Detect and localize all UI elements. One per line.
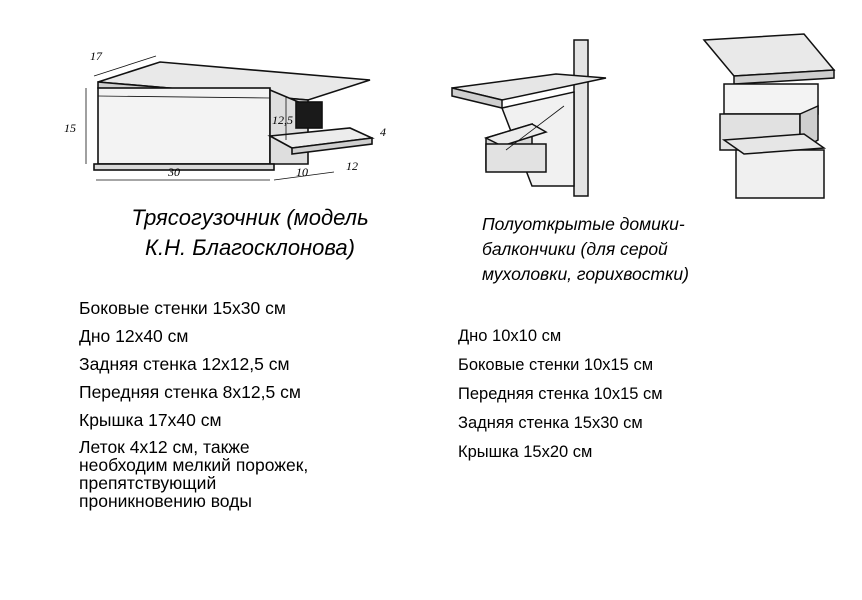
dim-height: 15	[64, 121, 76, 135]
spec-item: Дно 10х10 см	[458, 327, 562, 345]
dim-length: 30	[167, 165, 180, 179]
spec-item: Крышка 17х40 см	[79, 410, 222, 430]
spec-item: Дно 12х40 см	[79, 326, 189, 346]
wagtail-box-title: Трясогузочник (модель К.Н. Благосклонова…	[60, 203, 440, 263]
dim-front: 12,5	[272, 113, 293, 127]
dim-roof-depth: 17	[90, 49, 103, 63]
spec-item: Передняя стенка 10х15 см	[458, 385, 663, 403]
wagtail-box-title-line-2: К.Н. Благосклонова)	[145, 235, 355, 260]
spec-item: Задняя стенка 12х12,5 см	[79, 354, 290, 374]
spec-note-line: препятствующий	[79, 473, 217, 493]
spec-item: Передняя стенка 8х12,5 см	[79, 382, 301, 402]
spec-item: Задняя стенка 15х30 см	[458, 414, 643, 432]
dim-board: 4	[380, 125, 386, 139]
spec-item: Боковые стенки 15х30 см	[79, 298, 286, 318]
balcony-box-title-line: балкончики (для серой	[482, 239, 668, 259]
balcony-box-title: Полуоткрытые домики- балкончики (для сер…	[482, 212, 782, 287]
dim-platform: 10	[296, 165, 308, 179]
semi-open-box-drawing	[702, 33, 836, 199]
balcony-box-title-line: Полуоткрытые домики-	[482, 214, 685, 234]
wagtail-box-specs: Боковые стенки 15х30 см Дно 12х40 см Зад…	[79, 298, 409, 510]
wagtail-box-title-line-1: Трясогузочник (модель	[131, 205, 369, 230]
dim-platform-side: 12	[346, 159, 358, 173]
balcony-box-specs: Дно 10х10 см Боковые стенки 10х15 см Пер…	[458, 326, 758, 471]
wagtail-box-drawing: 17 15 30 12,5 4 10 12	[64, 49, 386, 181]
spec-item: Крышка 15х20 см	[458, 443, 593, 461]
spec-note-line: необходим мелкий порожек,	[79, 455, 309, 475]
spec-note-line: проникновению воды	[79, 491, 252, 511]
balcony-box-drawing	[451, 39, 607, 197]
spec-item: Боковые стенки 10х15 см	[458, 356, 654, 374]
spec-note-line: Леток 4х12 см, также	[79, 437, 250, 457]
balcony-box-title-line: мухоловки, горихвостки)	[482, 264, 689, 284]
